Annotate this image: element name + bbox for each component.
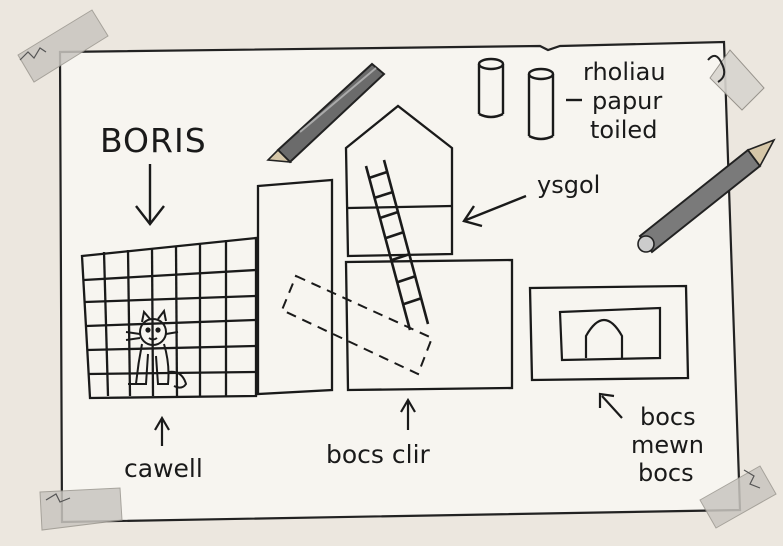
label-toiled: toiled [590,118,657,142]
label-cawell: cawell [124,456,203,481]
tape-bottom-left [40,488,122,530]
label-ysgol: ysgol [537,173,600,197]
label-papur: papur [592,89,662,113]
label-bocs-2: bocs [638,461,694,485]
label-rholiau: rholiau [583,60,666,84]
label-boris: BORIS [100,124,207,157]
label-bocs-clir: bocs clir [326,442,430,467]
label-bocs-1: bocs [640,405,696,429]
label-mewn: mewn [631,433,704,457]
